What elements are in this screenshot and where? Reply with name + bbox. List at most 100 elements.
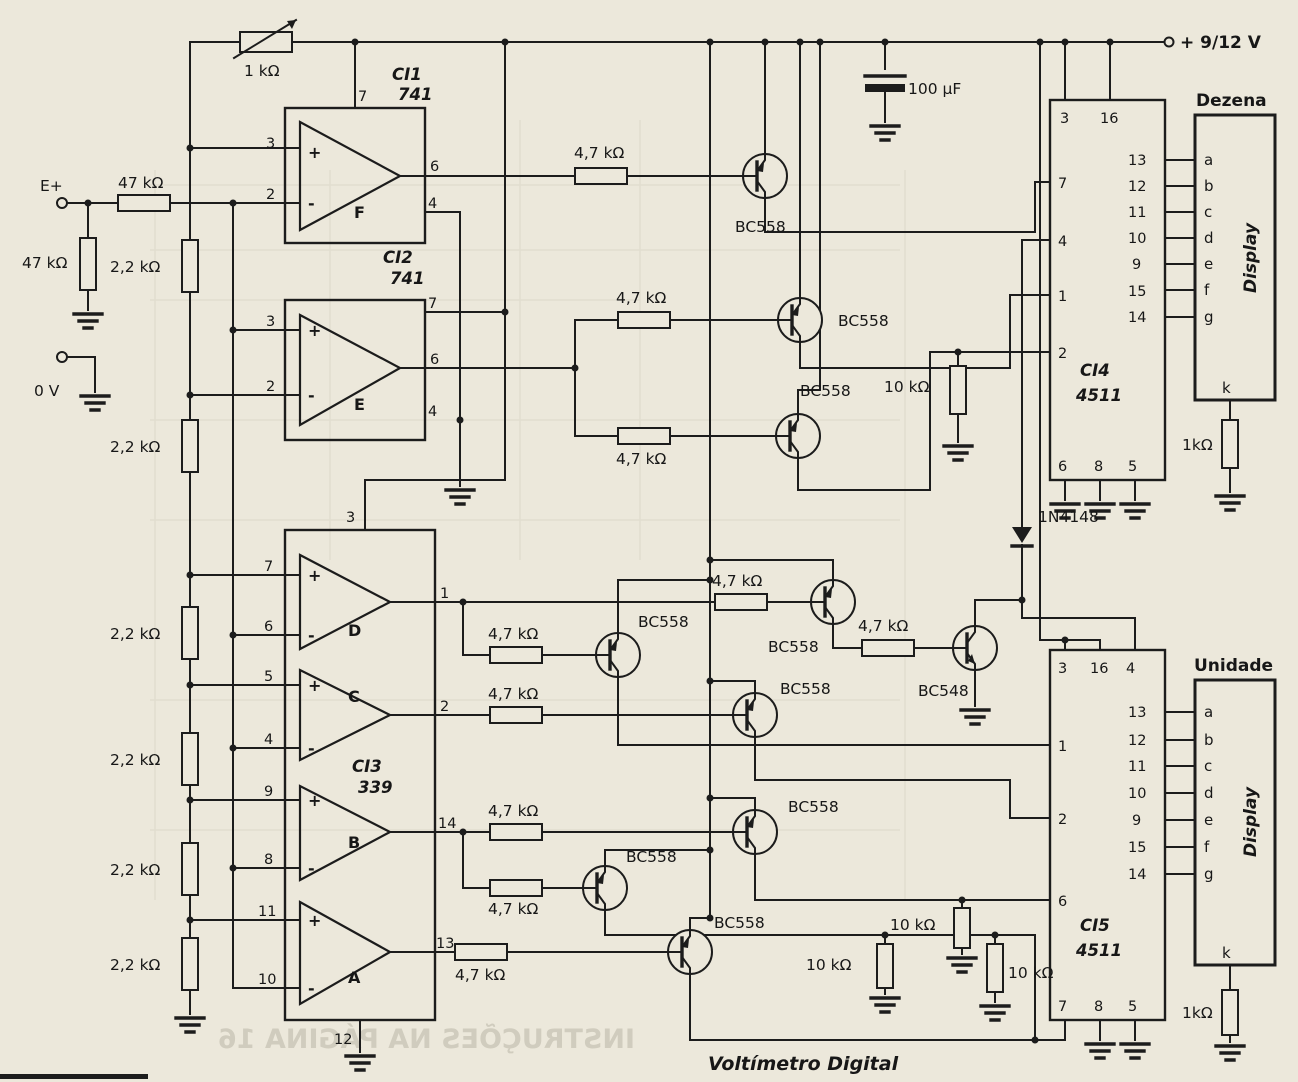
r22k-label: 2,2 kΩ	[110, 438, 161, 456]
display-unidade-box	[1193, 678, 1277, 967]
resistor-1k-unidade	[1221, 989, 1239, 1036]
r10k-label: 10 kΩ	[1008, 964, 1054, 982]
r4k7-label: 4,7 kΩ	[488, 802, 539, 820]
ci4-pin8: 8	[1094, 459, 1103, 475]
resistor-2k2-6	[181, 937, 199, 991]
a-minus: -	[308, 979, 315, 998]
ci3-pin12: 12	[334, 1032, 352, 1048]
diode-1n4148-symbol	[1012, 527, 1032, 543]
ci5-pin8: 8	[1094, 999, 1103, 1015]
ci5-box	[1048, 648, 1167, 1022]
ci3-pin4: 4	[264, 732, 273, 748]
r22k-label: 2,2 kΩ	[110, 956, 161, 974]
ci1-minus: -	[308, 194, 315, 213]
ci5-pin15: 15	[1128, 840, 1146, 856]
seg-d: d	[1204, 784, 1214, 802]
ci5-pin14: 14	[1128, 867, 1146, 883]
ci5-pin1: 1	[1058, 739, 1067, 755]
r47k-series-label: 47 kΩ	[118, 174, 164, 192]
resistor-2k2-5	[181, 842, 199, 896]
bc558-label: BC558	[788, 798, 839, 816]
ci4-pin16: 16	[1100, 111, 1118, 127]
display-dezena-title: Dezena	[1196, 91, 1267, 111]
transistor-bc558-5	[809, 566, 857, 638]
bc558-label: BC558	[735, 218, 786, 236]
terminal-e-plus	[56, 197, 68, 209]
ci3-pin8: 8	[264, 852, 273, 868]
resistor-4k7-10	[454, 943, 508, 961]
comparator-a-triangle	[298, 900, 393, 1006]
bleed-through-text-wrap: INSTRUÇÕES NA PÁGINA 16	[218, 1023, 635, 1055]
ci2-minus: -	[308, 386, 315, 405]
ci3-name: CI3	[352, 757, 382, 776]
potentiometer-arrow	[232, 18, 298, 60]
ci3-pin9: 9	[264, 784, 273, 800]
ci2-unit-e: E	[354, 395, 365, 414]
ci3-unit-d: D	[348, 621, 361, 640]
ci2-pin2: 2	[266, 379, 275, 395]
ci5-pin11: 11	[1128, 759, 1146, 775]
wiring-opamps	[354, 41, 779, 1053]
r10k-label: 10 kΩ	[890, 916, 936, 934]
b-plus: +	[308, 791, 321, 810]
transistor-bc558-6	[731, 679, 779, 751]
resistor-4k7-9	[489, 879, 543, 897]
transistor-bc558-2	[776, 284, 824, 356]
ci4-pin14: 14	[1128, 310, 1146, 326]
components	[56, 18, 1239, 1036]
ci5-pin6: 6	[1058, 894, 1067, 910]
ci1-part: 741	[398, 85, 432, 104]
ci4-pin5: 5	[1128, 459, 1137, 475]
d-minus: -	[308, 626, 315, 645]
resistor-1k-dezena	[1221, 419, 1239, 469]
resistor-47k-series	[117, 194, 171, 212]
cap-label: 100 µF	[908, 80, 961, 98]
ci2-pin4: 4	[428, 404, 437, 420]
resistor-4k7-2	[617, 311, 671, 329]
seg-g: g	[1204, 308, 1214, 326]
bc558-label: BC558	[800, 382, 851, 400]
r22k-label: 2,2 kΩ	[110, 861, 161, 879]
ci3-pin1: 1	[440, 586, 449, 602]
r4k7-label: 4,7 kΩ	[712, 572, 763, 590]
ci3-pin2: 2	[440, 699, 449, 715]
ci4-part: 4511	[1075, 386, 1122, 405]
seg-a: a	[1204, 703, 1213, 721]
ci4-pin2: 2	[1058, 346, 1067, 362]
comparator-b-triangle	[298, 784, 393, 882]
seg-e: e	[1204, 811, 1213, 829]
ci4-pin6: 6	[1058, 459, 1067, 475]
seg-k: k	[1222, 379, 1231, 397]
display-dezena-box	[1193, 113, 1277, 402]
pot-label: 1 kΩ	[244, 62, 280, 80]
ci5-part: 4511	[1075, 941, 1122, 960]
r1k-unidade-label: 1kΩ	[1182, 1004, 1213, 1022]
bleed-through-grid	[150, 120, 906, 900]
ci1-box	[283, 106, 427, 245]
ci3-part: 339	[358, 778, 392, 797]
resistor-47k-ground	[79, 237, 97, 291]
r4k7-label: 4,7 kΩ	[455, 966, 506, 984]
display-unidade-title: Unidade	[1194, 656, 1273, 676]
ci5-pin12: 12	[1128, 733, 1146, 749]
resistor-4k7-1	[574, 167, 628, 185]
ci3-pin14: 14	[438, 816, 456, 832]
ci1-pin7: 7	[358, 89, 367, 105]
input-e-plus-label: E+	[40, 177, 63, 195]
ci2-pin3: 3	[266, 314, 275, 330]
r4k7-label: 4,7 kΩ	[488, 685, 539, 703]
resistor-10k-3	[876, 943, 894, 989]
seg-k: k	[1222, 944, 1231, 962]
resistor-4k7-6	[489, 646, 543, 664]
bc558-label: BC558	[638, 613, 689, 631]
ci4-pin15: 15	[1128, 284, 1146, 300]
ci2-pin6: 6	[430, 352, 439, 368]
r4k7-label: 4,7 kΩ	[616, 450, 667, 468]
ci1-pin4: 4	[428, 196, 437, 212]
transistor-bc558-4	[594, 619, 642, 691]
ci4-box	[1048, 98, 1167, 482]
ci4-pin12: 12	[1128, 179, 1146, 195]
opamp-e-triangle	[298, 313, 403, 427]
ci3-pin11: 11	[258, 904, 276, 920]
seg-f: f	[1204, 281, 1210, 299]
